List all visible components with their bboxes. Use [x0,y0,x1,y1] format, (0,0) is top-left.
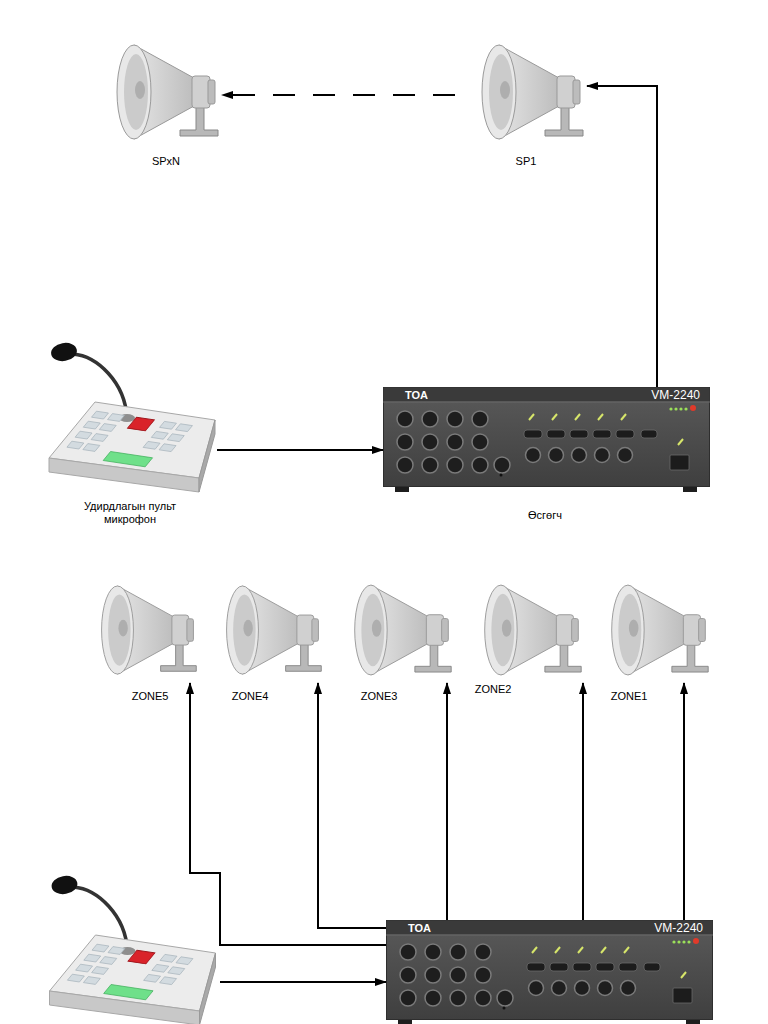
zone-speaker-illustration [102,586,197,674]
signal-connector [222,94,455,96]
zone-speaker-illustration [355,585,451,675]
signal-connector [217,449,383,451]
paging-microphone-illustration [49,341,215,492]
node-label: ZONE2 [453,683,533,696]
horn-speaker-illustration [117,45,218,139]
signal-connector [587,86,657,387]
horn-speaker: SP1 [475,40,587,145]
zone-speaker-art [348,578,455,683]
node-label: ZONE1 [589,690,669,703]
signal-connector [190,683,386,945]
node-label: VM-2240 [603,921,703,935]
horn-speaker-illustration [482,45,583,139]
node-label: SP1 [470,155,582,168]
zone-speaker-illustration [612,585,708,675]
paging-microphone: Удирдлагын пульт микрофон [45,340,217,495]
horn-speaker-art [110,40,222,145]
zone-speaker: ZONE4 [220,578,325,683]
horn-speaker-art [475,40,587,145]
node-label: TOA [405,389,445,402]
horn-speaker: SPxN [110,40,222,145]
amplifier-art [386,920,713,1024]
node-label: VM-2240 [600,388,700,402]
signal-connector [318,683,386,928]
amplifier: TOA VM-2240 [386,920,713,1024]
zone-speaker-art [220,578,325,683]
zone-speaker-illustration [227,586,322,674]
node-label: SPxN [110,155,222,168]
node-label: ZONE5 [110,690,190,703]
zone-speaker: ZONE5 [95,578,200,683]
amplifier-illustration [386,921,713,1024]
signal-connector [446,683,448,920]
amplifier: TOAVM-2240Өсгөгч [383,387,710,492]
signal-connector [582,683,584,920]
paging-microphone-illustration [50,874,216,1024]
zone-speaker-illustration [485,585,581,675]
zone-speaker: ZONE3 [348,578,455,683]
paging-microphone-art [45,873,218,1024]
zone-speaker-art [478,578,585,683]
node-label: Удирдлагын пульт микрофон [70,500,190,526]
amplifier-illustration [383,388,710,493]
node-label: ZONE3 [339,690,419,703]
zone-speaker: ZONE1 [605,578,712,683]
paging-microphone-art [45,340,217,495]
node-label: ZONE4 [210,690,290,703]
zone-speaker-art [95,578,200,683]
node-label: Өсгөгч [505,509,585,522]
signal-connector [683,683,685,920]
paging-microphone [45,873,218,1024]
node-label: TOA [408,922,448,935]
zone-speaker-art [605,578,712,683]
zone-speaker: ZONE2 [478,578,585,683]
signal-connector [220,981,386,983]
amplifier-art [383,387,710,492]
